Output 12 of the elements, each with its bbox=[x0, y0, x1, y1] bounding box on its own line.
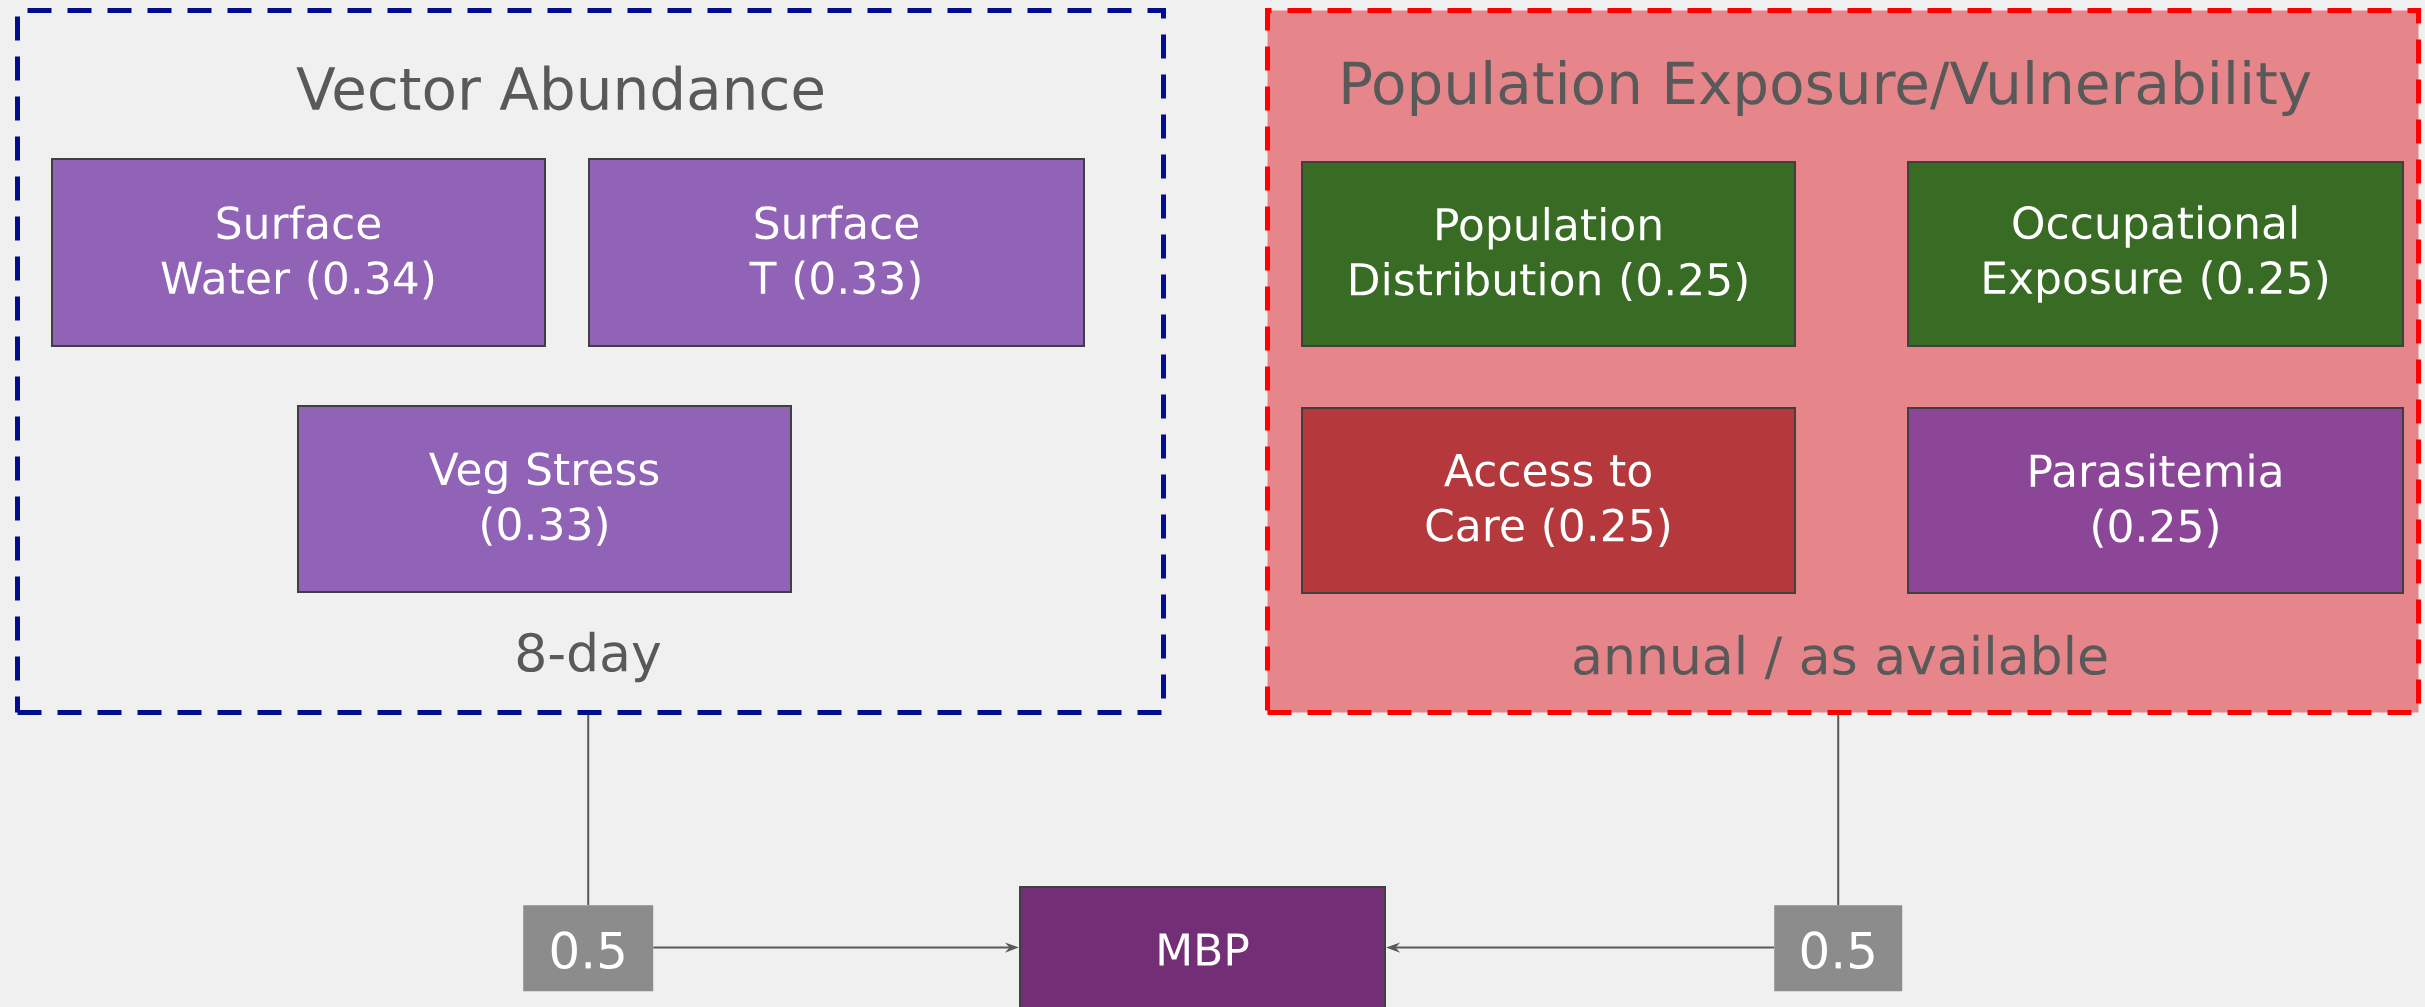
weight-box: Access to Care (0.25) bbox=[1301, 407, 1796, 594]
weight-box: 0.5 bbox=[523, 905, 654, 992]
connector-line bbox=[1837, 714, 1840, 906]
weight-box: Surface T (0.33) bbox=[588, 158, 1085, 347]
weight-box: Parasitemia (0.25) bbox=[1907, 407, 2405, 594]
process-box: MBP bbox=[1019, 886, 1386, 1007]
connector-line bbox=[587, 714, 590, 906]
weight-box: 0.5 bbox=[1774, 905, 1903, 992]
weight-box: Population Distribution (0.25) bbox=[1301, 161, 1796, 347]
weight-box: Surface Water (0.34) bbox=[51, 158, 546, 347]
weight-box: Veg Stress (0.33) bbox=[297, 405, 792, 593]
weight-box: Occupational Exposure (0.25) bbox=[1907, 161, 2405, 347]
